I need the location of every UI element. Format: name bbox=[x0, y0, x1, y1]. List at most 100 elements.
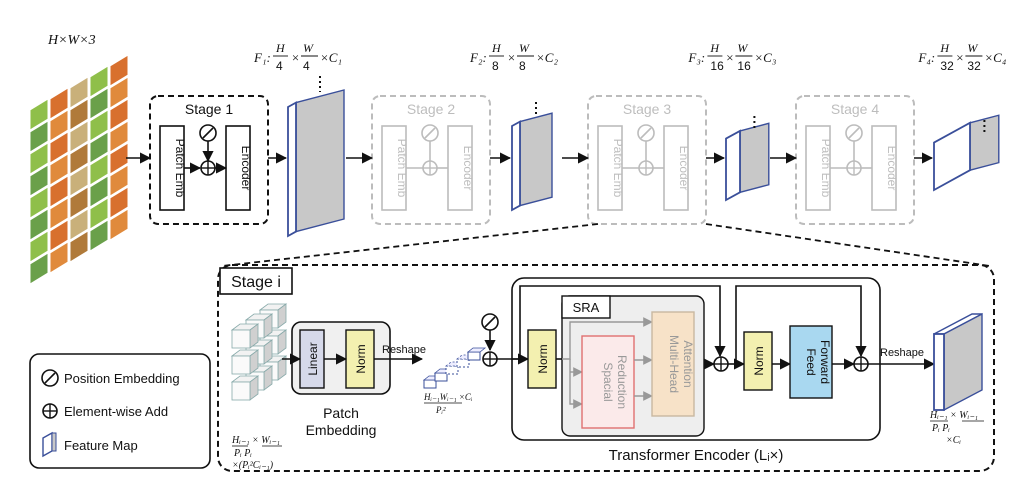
zoom-line-left bbox=[221, 223, 599, 267]
stage-1-block: Stage 1 Patch Emb Encoder bbox=[149, 95, 269, 225]
feature-map-2-edge bbox=[511, 120, 521, 212]
token-top bbox=[466, 347, 487, 353]
input-patch bbox=[49, 197, 69, 230]
feature-map-4-h: H bbox=[939, 41, 950, 55]
token-dim-numerator: Hᵢ₋₁Wᵢ₋₁ ×Cᵢ bbox=[423, 392, 473, 402]
feature-map-4-channels: ×C₄ bbox=[984, 50, 1006, 65]
feature-map-3-name: F₃: bbox=[687, 50, 705, 65]
input-patch bbox=[109, 164, 129, 197]
detail-position-embedding-slash bbox=[484, 316, 496, 328]
stage-4-patch-emb-label: Patch Emb bbox=[819, 139, 833, 198]
stage-4-patch-emb bbox=[805, 125, 831, 211]
input-patch bbox=[109, 208, 129, 241]
stage-3-position-embedding-slash bbox=[640, 127, 652, 139]
stage-3-patch-emb bbox=[597, 125, 623, 211]
reshape-2-label: Reshape bbox=[880, 347, 924, 359]
residual-connection-2 bbox=[735, 285, 867, 364]
stage-3-encoder bbox=[663, 125, 689, 211]
feed-forward-label-2: Forward bbox=[818, 340, 832, 384]
stage-1-encoder-label: Encoder bbox=[239, 146, 253, 191]
feature-map-1-h: H bbox=[275, 41, 286, 55]
sra-title-box bbox=[561, 295, 611, 319]
residual-connection-1 bbox=[512, 285, 726, 360]
feature-map-2-h: H bbox=[491, 41, 502, 55]
input-patch bbox=[49, 153, 69, 186]
stage-4-encoder bbox=[871, 125, 897, 211]
patch-cube-front bbox=[231, 355, 251, 375]
input-patch bbox=[89, 197, 109, 230]
linear-label: Linear bbox=[306, 342, 320, 375]
feature-map-3-wd: 16 bbox=[737, 59, 751, 73]
spatial-reduction-label-2: Reduction bbox=[615, 355, 629, 409]
input-dim-channels: ×(Pᵢ²Cᵢ₋₁) bbox=[232, 460, 274, 471]
sra-query-path bbox=[562, 317, 653, 360]
stage-2-encoder-label: Encoder bbox=[461, 146, 475, 191]
input-dim-label: H×W×3 bbox=[47, 33, 96, 48]
input-patch bbox=[49, 87, 69, 120]
spatial-reduction-label-1: Spacial bbox=[601, 362, 615, 401]
output-dim-channels: ×Cᵢ bbox=[946, 435, 961, 446]
sra-title: SRA bbox=[573, 300, 600, 315]
spatial-reduction-block bbox=[581, 335, 635, 429]
feature-map-3-face bbox=[739, 122, 770, 194]
stage-2-encoder bbox=[447, 125, 473, 211]
input-patch bbox=[69, 142, 89, 175]
feature-map-1-edge bbox=[287, 101, 297, 238]
input-patch bbox=[109, 98, 129, 131]
feed-forward-label-1: Feed bbox=[804, 348, 818, 375]
input-patch bbox=[49, 219, 69, 252]
feature-map-3-hd: 16 bbox=[710, 59, 724, 73]
stage-4-block: Stage 4 Patch Emb Encoder bbox=[795, 95, 915, 225]
feature-map-1-wd: 4 bbox=[303, 59, 310, 73]
token bbox=[445, 365, 459, 375]
stage-4-encoder-label: Encoder bbox=[885, 146, 899, 191]
input-patch-grid bbox=[29, 54, 129, 285]
feature-map-3-channels: ×C₃ bbox=[754, 50, 776, 65]
output-dim-denominators: Pᵢ Pᵢ bbox=[931, 423, 950, 434]
input-patch bbox=[69, 76, 89, 109]
feature-map-1-hd: 4 bbox=[276, 59, 283, 73]
stage-1-frame bbox=[149, 95, 269, 225]
input-patch bbox=[49, 241, 69, 274]
feed-forward-block bbox=[789, 325, 833, 399]
feature-map-3-w: W bbox=[737, 41, 748, 55]
input-patch bbox=[69, 186, 89, 219]
output-map-front bbox=[933, 333, 945, 411]
input-patch bbox=[89, 219, 109, 252]
input-patch bbox=[29, 142, 49, 175]
input-patch bbox=[29, 98, 49, 131]
stage-1-patch-emb-label: Patch Emb bbox=[173, 139, 187, 198]
stage-2-patch-emb-label: Patch Emb bbox=[395, 139, 409, 198]
stage-3-add-icon bbox=[638, 160, 654, 176]
legend-feature-map: Feature Map bbox=[64, 438, 138, 453]
input-patch bbox=[29, 208, 49, 241]
feature-map-2-wd: 8 bbox=[519, 59, 526, 73]
input-dim-denominators: Pᵢ Pᵢ bbox=[233, 448, 252, 459]
input-patch bbox=[49, 131, 69, 164]
stage-2-frame bbox=[371, 95, 491, 225]
input-patch bbox=[69, 164, 89, 197]
legend-position-embedding-icon bbox=[41, 369, 59, 387]
patch-embedding-label-2: Embedding bbox=[306, 422, 377, 438]
norm-1-label: Norm bbox=[354, 344, 368, 373]
stage-3-encoder-label: Encoder bbox=[677, 146, 691, 191]
stage-i-detail: Stage i Hᵢ₋₁ × Wᵢ₋₁ Pᵢ Pᵢ ×(Pᵢ²Cᵢ₋₁) Lin… bbox=[217, 264, 995, 472]
stage-2-block: Stage 2 Patch Emb Encoder bbox=[371, 95, 491, 225]
stage-3-patch-emb-label: Patch Emb bbox=[611, 139, 625, 198]
feature-map-1-face bbox=[295, 89, 345, 233]
legend-feature-map-icon bbox=[42, 431, 57, 458]
stage-2-title: Stage 2 bbox=[407, 101, 455, 117]
input-patch bbox=[89, 153, 109, 186]
mha-label-1: Multi-Head bbox=[667, 335, 681, 393]
output-dim-fraction: Hᵢ₋₁ × Wᵢ₋₁ bbox=[929, 410, 978, 421]
token bbox=[456, 358, 470, 368]
input-patch bbox=[89, 87, 109, 120]
patch-cube-front bbox=[231, 381, 251, 401]
input-patch bbox=[69, 120, 89, 153]
mha-label-2: Attention bbox=[681, 340, 695, 387]
input-patch bbox=[29, 120, 49, 153]
reshape-1-label: Reshape bbox=[382, 344, 426, 356]
input-patch bbox=[49, 109, 69, 142]
feature-map-2-name: F₂: bbox=[469, 50, 487, 65]
feature-map-2-times: × bbox=[507, 50, 516, 65]
